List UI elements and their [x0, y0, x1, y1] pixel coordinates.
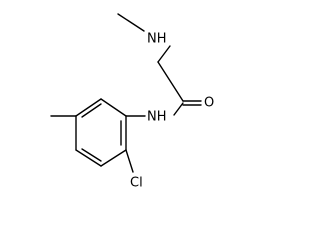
- ring-bond-4: [75, 149, 102, 167]
- ring-bond-1: [100, 98, 127, 117]
- atom-label-amine-nh: NH: [147, 32, 167, 47]
- atom-label-chloro: Cl: [130, 176, 143, 191]
- bond-amine-n-ch2: [157, 45, 171, 63]
- bond-carbonyl-amide-n: [173, 102, 184, 116]
- bond-methyl-amine-n: [117, 13, 145, 32]
- bond-ring-chloro: [125, 149, 134, 173]
- atom-label-amide-nh: NH: [147, 110, 167, 125]
- ring-bond-2: [75, 98, 102, 117]
- ring-bond-5: [100, 149, 127, 167]
- ring-inner-double-1: [81, 103, 102, 118]
- ring-inner-double-2: [81, 148, 102, 162]
- structure-diagram: NH O NH Cl: [50, 13, 214, 191]
- bond-ch2-carbonyl: [157, 61, 184, 102]
- atom-label-amide-o: O: [204, 96, 214, 111]
